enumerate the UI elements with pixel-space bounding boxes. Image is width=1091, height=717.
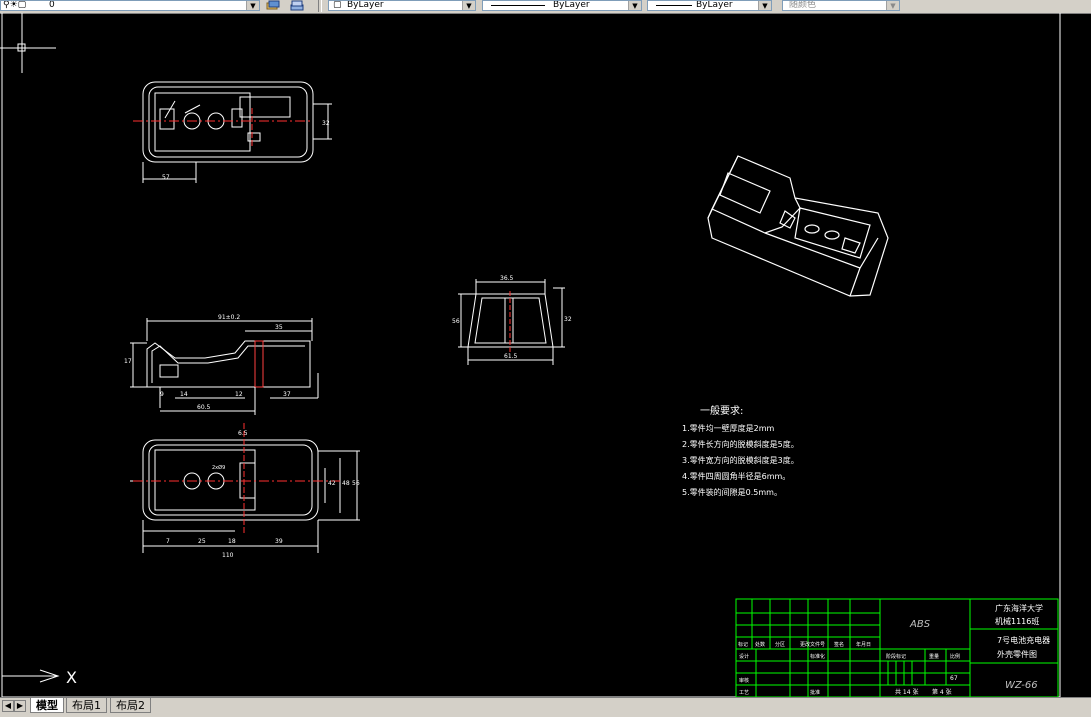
title-label: 比例 xyxy=(950,653,960,660)
requirement-item: 4.零件四周圆角半径是6mm。 xyxy=(682,471,790,481)
lineweight-preview xyxy=(656,5,692,6)
lineweight-combo[interactable]: ByLayer ▼ xyxy=(647,0,772,11)
dim-side-h: 56 xyxy=(452,318,460,325)
color-swatch: ▢ xyxy=(333,0,342,10)
lineweight-value: ByLayer xyxy=(696,0,733,10)
layout-tabs-bar: ◀ ▶ 模型 布局1 布局2 xyxy=(0,697,1091,717)
bottom-view xyxy=(130,439,360,553)
plotstyle-combo: 随颜色 ▼ xyxy=(782,0,900,11)
layer-previous-icon[interactable] xyxy=(266,0,280,11)
requirements-title: 一般要求: xyxy=(700,404,743,417)
dim-side-bottom: 61.5 xyxy=(504,353,518,360)
title-drawing-no: WZ-66 xyxy=(1005,680,1038,691)
model-space-canvas[interactable]: 57 32 91±0.2 35 9 14 60.5 12 37 17 xyxy=(0,13,1091,698)
tab-layout2[interactable]: 布局2 xyxy=(110,698,151,713)
title-block: ABS 广东海洋大学 机械1116班 7号电池充电器 外壳零件图 WZ-66 6… xyxy=(735,598,1059,698)
chevron-down-icon: ▼ xyxy=(886,1,899,10)
dim-front-left2: 14 xyxy=(180,391,188,398)
title-label: 工艺 xyxy=(739,690,749,696)
title-sheet-no: 第 4 张 xyxy=(932,688,952,696)
title-label: 更改文件号 xyxy=(800,641,825,648)
drawing-area[interactable]: 57 32 91±0.2 35 9 14 60.5 12 37 17 xyxy=(0,13,1091,698)
dim-front-c: 17 xyxy=(124,358,132,365)
title-part-name-1: 7号电池充电器 xyxy=(997,635,1050,645)
title-label: 审核 xyxy=(739,677,749,684)
layer-state-icons: ⚲☀▢ xyxy=(3,0,27,10)
requirement-item: 1.零件均一壁厚度是2mm xyxy=(682,423,775,433)
requirement-item: 5.零件装的间隙是0.5mm。 xyxy=(682,487,782,497)
title-part-name-2: 外壳零件图 xyxy=(997,649,1037,659)
linetype-combo[interactable]: ByLayer ▼ xyxy=(482,0,642,11)
dim-front-right: 35 xyxy=(275,324,283,331)
title-label: 阶段标记 xyxy=(886,653,906,660)
dim-bottom-left: 7 xyxy=(166,538,170,545)
dim-front-mid: 60.5 xyxy=(197,404,211,411)
chevron-down-icon[interactable]: ▼ xyxy=(628,1,641,10)
dim-bottom-top: 6.5 xyxy=(238,430,248,437)
properties-toolbar: ⚲☀▢ 0 ▼ ▢ ByLayer ▼ ByLayer ▼ ByLayer ▼ … xyxy=(0,0,1091,14)
title-label: 签名 xyxy=(834,641,844,648)
tab-model[interactable]: 模型 xyxy=(30,698,64,713)
chevron-down-icon[interactable]: ▼ xyxy=(462,1,475,10)
dim-bottom-overall: 110 xyxy=(222,552,234,559)
dim-bottom-a: 25 xyxy=(198,538,206,545)
requirement-item: 3.零件宽方向的脱模斜度是3度。 xyxy=(682,455,799,465)
title-school: 广东海洋大学 xyxy=(995,603,1043,613)
tab-next-button[interactable]: ▶ xyxy=(14,700,26,712)
color-value: ByLayer xyxy=(347,0,384,10)
linetype-value: ByLayer xyxy=(553,0,590,10)
title-label: 重量 xyxy=(929,653,939,660)
crosshair-cursor xyxy=(0,13,56,73)
dim-bottom-right: 39 xyxy=(275,538,283,545)
layer-manager-icon[interactable] xyxy=(290,0,304,11)
layer-value: 0 xyxy=(49,0,55,10)
title-class: 机械1116班 xyxy=(995,616,1039,626)
dim-front-e: 37 xyxy=(283,391,291,398)
plotstyle-value: 随颜色 xyxy=(789,0,817,10)
dim-top-height: 32 xyxy=(322,120,330,127)
title-material: ABS xyxy=(909,619,931,630)
title-label: 标准化 xyxy=(810,653,825,660)
ucs-icon xyxy=(1,623,60,683)
dim-front-overall: 91±0.2 xyxy=(218,314,240,321)
top-view xyxy=(142,81,332,183)
toolbar-separator xyxy=(318,0,322,12)
layer-combo[interactable]: ⚲☀▢ 0 ▼ xyxy=(0,0,260,11)
chevron-down-icon[interactable]: ▼ xyxy=(246,1,259,10)
title-scale: 67 xyxy=(950,675,958,682)
title-label: 标记 xyxy=(738,641,748,648)
requirement-item: 2.零件长方向的脱模斜度是5度。 xyxy=(682,439,799,449)
title-label: 处数 xyxy=(755,641,765,648)
dim-side-top: 36.5 xyxy=(500,275,514,282)
front-section-view xyxy=(130,318,319,415)
side-view xyxy=(458,279,565,365)
linetype-preview xyxy=(491,5,545,6)
tab-layout1[interactable]: 布局1 xyxy=(66,698,107,713)
isometric-view xyxy=(707,155,889,297)
color-combo[interactable]: ▢ ByLayer ▼ xyxy=(328,0,476,11)
dim-hole2: 2xØ9 xyxy=(212,464,225,471)
dim-bottom-h1: 42 xyxy=(328,480,336,487)
title-label: 设计 xyxy=(739,653,749,660)
dim-front-left1: 9 xyxy=(160,391,164,398)
chevron-down-icon[interactable]: ▼ xyxy=(758,1,771,10)
title-label: 分区 xyxy=(775,641,785,648)
tab-prev-button[interactable]: ◀ xyxy=(2,700,14,712)
title-label: 批准 xyxy=(810,689,820,696)
technical-requirements: 一般要求: 1.零件均一壁厚度是2mm 2.零件长方向的脱模斜度是5度。 3.零… xyxy=(682,404,799,497)
dim-side-h2: 32 xyxy=(564,316,572,323)
title-sheet: 共 14 张 xyxy=(895,688,918,696)
dim-bottom-h3: 56 xyxy=(352,480,360,487)
dim-bottom-h2: 48 xyxy=(342,480,350,487)
dim-front-b: 12 xyxy=(235,391,243,398)
ucs-x-label: X xyxy=(66,668,77,687)
title-label: 年月日 xyxy=(856,641,871,648)
dim-top-width: 57 xyxy=(162,174,170,181)
dim-bottom-b: 18 xyxy=(228,538,236,545)
